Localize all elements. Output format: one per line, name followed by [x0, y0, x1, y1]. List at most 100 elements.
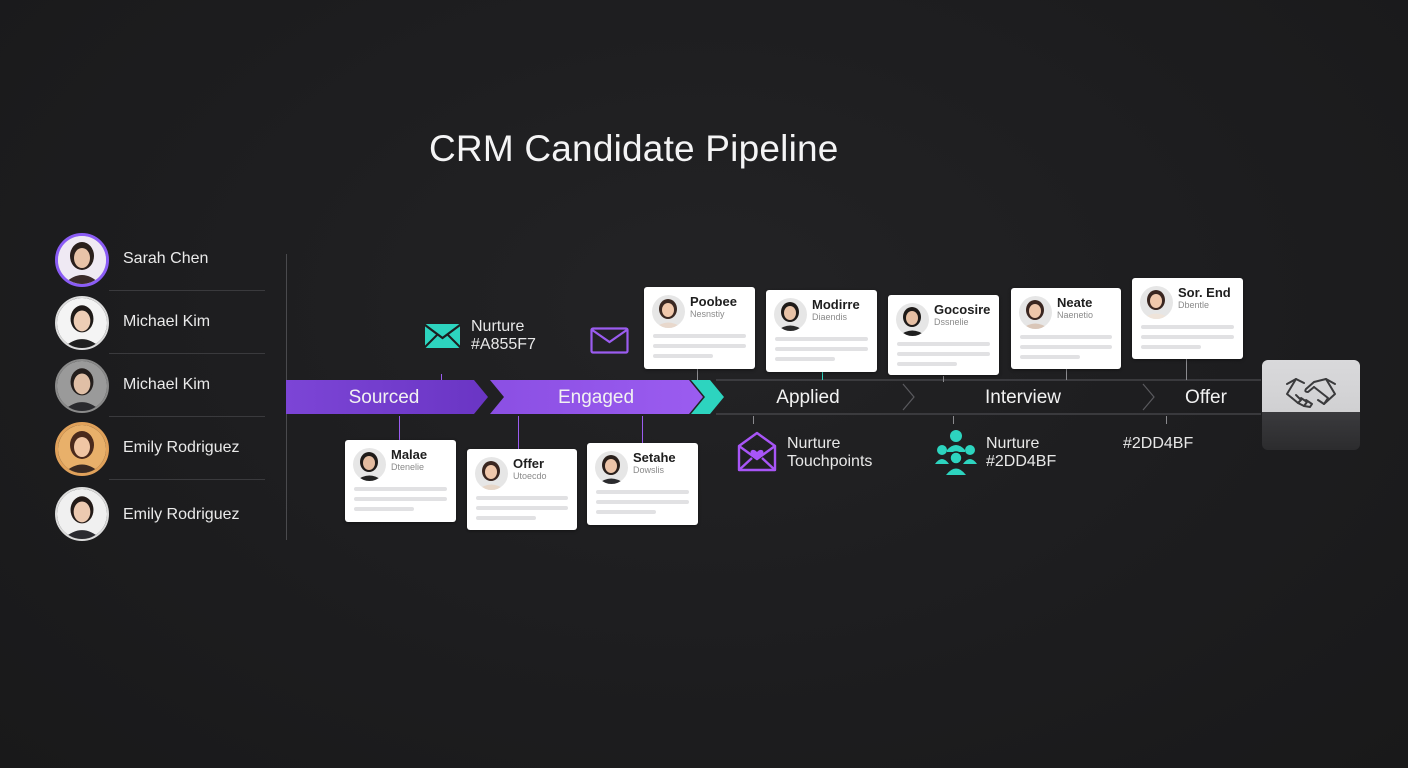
- handshake-icon: [1286, 378, 1336, 408]
- stage-engaged-shape: [490, 380, 703, 414]
- page-title: CRM Candidate Pipeline: [429, 128, 839, 169]
- mail-icon[interactable]: [424, 323, 461, 349]
- candidate-card[interactable]: Offer Utoecdo: [467, 449, 577, 530]
- divider: [109, 353, 265, 354]
- candidate-card[interactable]: Malae Dtenelie: [345, 440, 456, 522]
- text-line: [476, 516, 536, 520]
- candidate-card[interactable]: Modirre Diaendis: [766, 290, 877, 372]
- connector: [399, 416, 400, 440]
- candidate-name: Emily Rodriguez: [123, 439, 240, 456]
- candidate-item[interactable]: Emily Rodriguez: [55, 417, 265, 480]
- hired-tile[interactable]: [1262, 360, 1360, 450]
- card-name: Gocosire: [934, 302, 991, 317]
- card-subtitle: Dowslis: [633, 465, 665, 475]
- envelope-heart-icon[interactable]: [736, 430, 778, 474]
- text-line: [653, 334, 746, 338]
- avatar: [595, 451, 628, 484]
- text-line: [775, 357, 835, 361]
- connector: [1066, 369, 1067, 380]
- candidate-card[interactable]: Gocosire Dssnelie: [888, 295, 999, 375]
- card-subtitle: Dbentle: [1178, 300, 1210, 310]
- stage-engaged[interactable]: Engaged: [557, 387, 635, 408]
- candidate-name: Michael Kim: [123, 313, 211, 330]
- card-subtitle: Nesnstiy: [690, 309, 725, 319]
- card-subtitle: Diaendis: [812, 312, 848, 322]
- avatar: [475, 457, 508, 490]
- connector: [441, 374, 442, 380]
- stage-teal-connector: [691, 380, 724, 414]
- candidate-item[interactable]: Sarah Chen: [55, 228, 265, 291]
- text-line: [897, 362, 957, 366]
- text-line: [775, 337, 868, 341]
- text-line: [1020, 355, 1080, 359]
- nurture-color-code: #2DD4BF: [986, 453, 1057, 470]
- candidate-card[interactable]: Neate Naenetio: [1011, 288, 1121, 369]
- avatar: [353, 448, 386, 481]
- card-subtitle: Utoecdo: [513, 471, 547, 481]
- text-line: [1141, 345, 1201, 349]
- avatar: [774, 298, 807, 331]
- avatar: [55, 487, 109, 541]
- card-name: Setahe: [633, 450, 676, 465]
- avatar: [55, 359, 109, 413]
- avatar: [896, 303, 929, 336]
- text-line: [1020, 345, 1112, 349]
- card-name: Poobee: [690, 294, 737, 309]
- text-line: [596, 490, 689, 494]
- candidate-item[interactable]: Michael Kim: [55, 291, 265, 354]
- connector: [753, 416, 754, 424]
- nurture-subtitle: Touchpoints: [787, 453, 873, 470]
- stage-sourced[interactable]: Sourced: [348, 387, 420, 408]
- candidate-name: Emily Rodriguez: [123, 506, 240, 523]
- text-line: [596, 510, 656, 514]
- stage-interview[interactable]: Interview: [984, 387, 1062, 408]
- text-line: [653, 344, 746, 348]
- card-name: Neate: [1057, 295, 1093, 310]
- text-line: [476, 496, 568, 500]
- text-line: [596, 500, 689, 504]
- text-line: [354, 497, 447, 501]
- card-subtitle: Naenetio: [1057, 310, 1094, 320]
- stage-applied[interactable]: Applied: [776, 387, 840, 408]
- candidate-card[interactable]: Poobee Nesnstiy: [644, 287, 755, 369]
- card-subtitle: Dtenelie: [391, 462, 425, 472]
- divider: [109, 290, 265, 291]
- card-name: Offer: [513, 456, 545, 471]
- candidate-card[interactable]: Setahe Dowslis: [587, 443, 698, 525]
- nurture-label: Nurture: [986, 435, 1040, 452]
- avatar: [1019, 296, 1052, 329]
- team-icon[interactable]: [934, 428, 978, 476]
- mail-icon[interactable]: [590, 327, 629, 354]
- offer-color-code: #2DD4BF: [1123, 435, 1194, 452]
- candidate-name: Michael Kim: [123, 376, 211, 393]
- candidate-item[interactable]: Emily Rodriguez: [55, 480, 255, 543]
- avatar: [55, 422, 109, 476]
- card-name: Modirre: [812, 297, 860, 312]
- avatar: [652, 295, 685, 328]
- connector: [1186, 359, 1187, 380]
- nurture-label: Nurture: [787, 435, 841, 452]
- text-line: [354, 487, 447, 491]
- candidate-sidebar: Sarah Chen Michael Kim Michael Kim Emily…: [55, 228, 265, 543]
- connector: [822, 372, 823, 380]
- connector: [642, 416, 643, 443]
- candidate-item[interactable]: Michael Kim: [55, 354, 265, 417]
- candidate-card[interactable]: Sor. End Dbentle: [1132, 278, 1243, 359]
- stage-offer[interactable]: Offer: [1185, 387, 1227, 408]
- connector: [943, 376, 944, 382]
- text-line: [354, 507, 414, 511]
- candidate-name: Sarah Chen: [123, 250, 209, 267]
- divider: [109, 416, 265, 417]
- card-subtitle: Dssnelie: [934, 317, 969, 327]
- text-line: [775, 347, 868, 351]
- text-line: [1141, 325, 1234, 329]
- connector: [1166, 416, 1167, 424]
- text-line: [476, 506, 568, 510]
- text-line: [897, 342, 990, 346]
- card-name: Malae: [391, 447, 428, 462]
- avatar: [55, 233, 109, 287]
- card-name: Sor. End: [1178, 285, 1231, 300]
- connector: [953, 416, 954, 424]
- nurture-label: Nurture: [471, 318, 525, 335]
- avatar: [1140, 286, 1173, 319]
